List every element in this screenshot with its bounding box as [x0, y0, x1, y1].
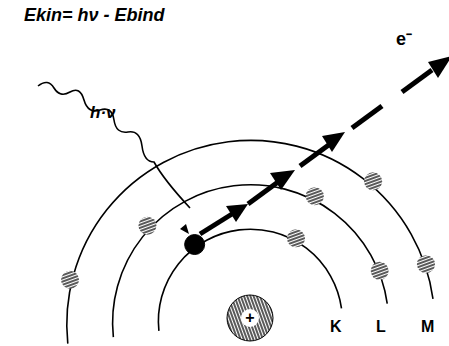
electron-shells	[67, 140, 433, 343]
shell-arc	[158, 229, 341, 331]
electron	[364, 172, 382, 190]
photon-wave	[38, 82, 190, 208]
electron	[371, 262, 389, 280]
shell-arc	[67, 140, 433, 343]
photon-label: h·ν	[90, 104, 116, 123]
electron	[61, 271, 79, 289]
electron-label: e⁻	[396, 30, 412, 50]
ejected-electron-arrow	[200, 56, 449, 234]
electron	[417, 255, 435, 273]
nucleus	[227, 295, 273, 341]
formula: Ekin= hν - Ebind	[24, 6, 165, 26]
photon-arrowhead	[180, 224, 189, 234]
shell-label: L	[376, 318, 386, 336]
ejected-electron	[185, 235, 205, 255]
nucleus-label-ground	[241, 309, 259, 327]
nucleus-charge: +	[245, 309, 254, 327]
electron	[306, 187, 324, 205]
shell-arc	[113, 185, 388, 337]
shell-label: K	[330, 318, 342, 336]
electron	[138, 217, 156, 235]
electrons	[61, 172, 435, 288]
shell-label: M	[421, 318, 434, 336]
electron	[287, 229, 305, 247]
